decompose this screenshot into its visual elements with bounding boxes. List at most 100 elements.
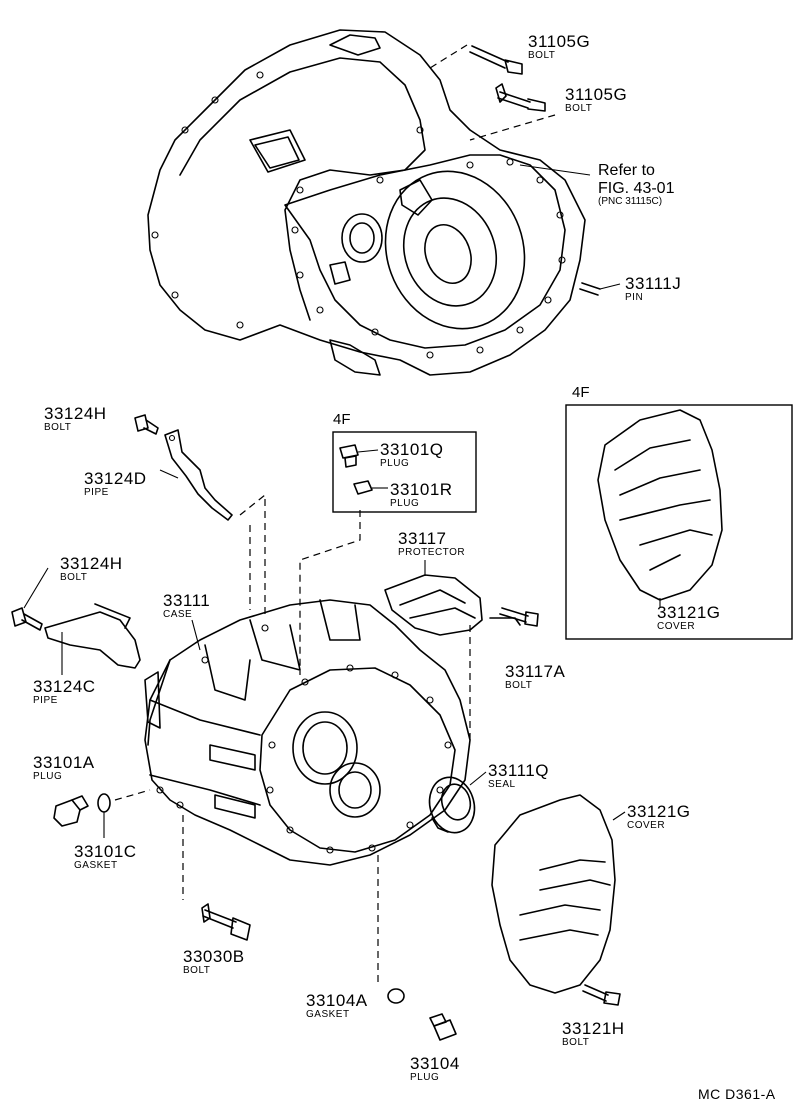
bolt-dash-line	[469, 114, 556, 141]
cover-variant-box	[565, 404, 793, 640]
part-name: COVER	[627, 820, 666, 831]
part-name: SEAL	[488, 779, 516, 790]
part-label-33121H[interactable]: 33121H BOLT	[562, 1020, 625, 1048]
gasket-33104A-drawing	[387, 988, 405, 1004]
part-label-33104A[interactable]: 33104A GASKET	[306, 992, 368, 1020]
protector-33117-drawing	[384, 560, 521, 636]
bolt-33124H-a-drawing	[134, 414, 159, 435]
bolt-33030B-drawing	[201, 903, 251, 941]
cover-33121G-a-drawing	[597, 409, 723, 607]
pipe-leader	[159, 469, 179, 479]
part-number: 33111J	[625, 274, 682, 293]
part-label-31105G-a[interactable]: 31105G BOLT	[528, 33, 590, 61]
part-number: 33121G	[627, 802, 691, 821]
part-name: BOLT	[505, 680, 533, 691]
reference-pnc: (PNC 31115C)	[598, 196, 663, 208]
plug-33101R-drawing	[353, 480, 388, 495]
reference-fig: FIG. 43-01	[598, 179, 675, 197]
part-number: 33124H	[44, 404, 107, 423]
bolt-dash-line	[429, 44, 468, 69]
part-name: BOLT	[565, 103, 593, 114]
bolt-31105G-b-drawing	[495, 83, 546, 112]
part-label-33111[interactable]: 33111 CASE	[163, 592, 210, 620]
part-label-33104[interactable]: 33104 PLUG	[410, 1055, 460, 1083]
dash-guide	[114, 789, 151, 801]
bolt-33124H-b-drawing	[11, 567, 49, 631]
part-name: BOLT	[562, 1037, 590, 1048]
part-number: 33121H	[562, 1019, 625, 1038]
part-name: BOLT	[60, 572, 88, 583]
part-name: PLUG	[380, 458, 410, 469]
pipe-33124C-drawing	[44, 603, 141, 675]
part-number: 33030B	[183, 947, 245, 966]
variant-tag-plug: 4F	[333, 411, 351, 428]
part-label-33030B[interactable]: 33030B BOLT	[183, 948, 245, 976]
part-number: 33101C	[74, 842, 137, 861]
part-number: 31105G	[565, 85, 628, 104]
plug-33101Q-drawing	[339, 444, 379, 468]
transmission-case-drawing	[144, 599, 471, 866]
part-name: PIPE	[84, 487, 109, 498]
part-number: 33121G	[657, 603, 721, 622]
part-label-33124C[interactable]: 33124C PIPE	[33, 678, 96, 706]
bolt-31105G-a-drawing	[469, 45, 523, 75]
diagram-code: MC D361-A	[698, 1086, 776, 1102]
part-name: BOLT	[183, 965, 211, 976]
part-number: 33111	[163, 591, 211, 610]
part-label-33124H-a[interactable]: 33124H BOLT	[44, 405, 107, 433]
plug-variant-box	[332, 431, 477, 513]
part-name: PLUG	[33, 771, 63, 782]
reference-note[interactable]: Refer to FIG. 43-01 (PNC 31115C)	[598, 162, 674, 207]
bolt-33121H-drawing	[582, 984, 621, 1006]
part-number: 33124H	[60, 554, 123, 573]
cover-33121G-b-drawing	[491, 794, 626, 994]
part-label-33111Q[interactable]: 33111Q SEAL	[488, 762, 549, 790]
variant-tag-cover: 4F	[572, 384, 590, 401]
part-name: BOLT	[44, 422, 72, 433]
part-name: PROTECTOR	[398, 547, 466, 558]
plug-33104-drawing	[429, 1013, 457, 1041]
part-name: PLUG	[390, 498, 420, 509]
part-number: 33101R	[390, 480, 453, 499]
dash-guide	[239, 493, 266, 615]
part-number: 33124D	[84, 469, 147, 488]
part-name: PLUG	[410, 1072, 440, 1083]
bolt-33117A-drawing	[499, 607, 539, 627]
reference-leader	[519, 164, 591, 176]
part-name: COVER	[657, 621, 696, 632]
part-name: PIN	[625, 292, 644, 303]
reference-line1: Refer to	[598, 162, 655, 179]
seal-33111Q-drawing	[428, 771, 487, 834]
gasket-33101C-drawing	[97, 793, 111, 838]
part-number: 31105G	[528, 32, 591, 51]
part-label-33101R[interactable]: 33101R PLUG	[390, 481, 453, 509]
part-name: BOLT	[528, 50, 556, 61]
part-number: 33117A	[505, 662, 566, 681]
part-name: GASKET	[306, 1009, 350, 1020]
part-label-33117[interactable]: 33117 PROTECTOR	[398, 530, 465, 558]
part-label-31105G-b[interactable]: 31105G BOLT	[565, 86, 627, 114]
pipe-33124D-drawing	[164, 429, 233, 521]
part-number: 33111Q	[488, 761, 549, 780]
clutch-housing-drawing	[147, 29, 586, 376]
part-label-33111J[interactable]: 33111J PIN	[625, 275, 681, 303]
part-name: GASKET	[74, 860, 118, 871]
part-name: CASE	[163, 609, 193, 620]
part-label-33101Q[interactable]: 33101Q PLUG	[380, 441, 444, 469]
pin-33111J-drawing	[579, 282, 621, 296]
part-number: 33117	[398, 529, 447, 548]
part-number: 33104A	[306, 991, 368, 1010]
part-number: 33104	[410, 1054, 460, 1073]
part-label-33124H-b[interactable]: 33124H BOLT	[60, 555, 123, 583]
part-label-33121G-a[interactable]: 33121G COVER	[657, 604, 721, 632]
part-label-33101C[interactable]: 33101C GASKET	[74, 843, 137, 871]
part-label-33121G-b[interactable]: 33121G COVER	[627, 803, 691, 831]
part-label-33124D[interactable]: 33124D PIPE	[84, 470, 147, 498]
part-number: 33124C	[33, 677, 96, 696]
part-label-33117A[interactable]: 33117A BOLT	[505, 663, 565, 691]
part-name: PIPE	[33, 695, 58, 706]
case-leader	[191, 619, 201, 651]
plug-33101A-drawing	[53, 795, 89, 827]
part-label-33101A[interactable]: 33101A PLUG	[33, 754, 95, 782]
